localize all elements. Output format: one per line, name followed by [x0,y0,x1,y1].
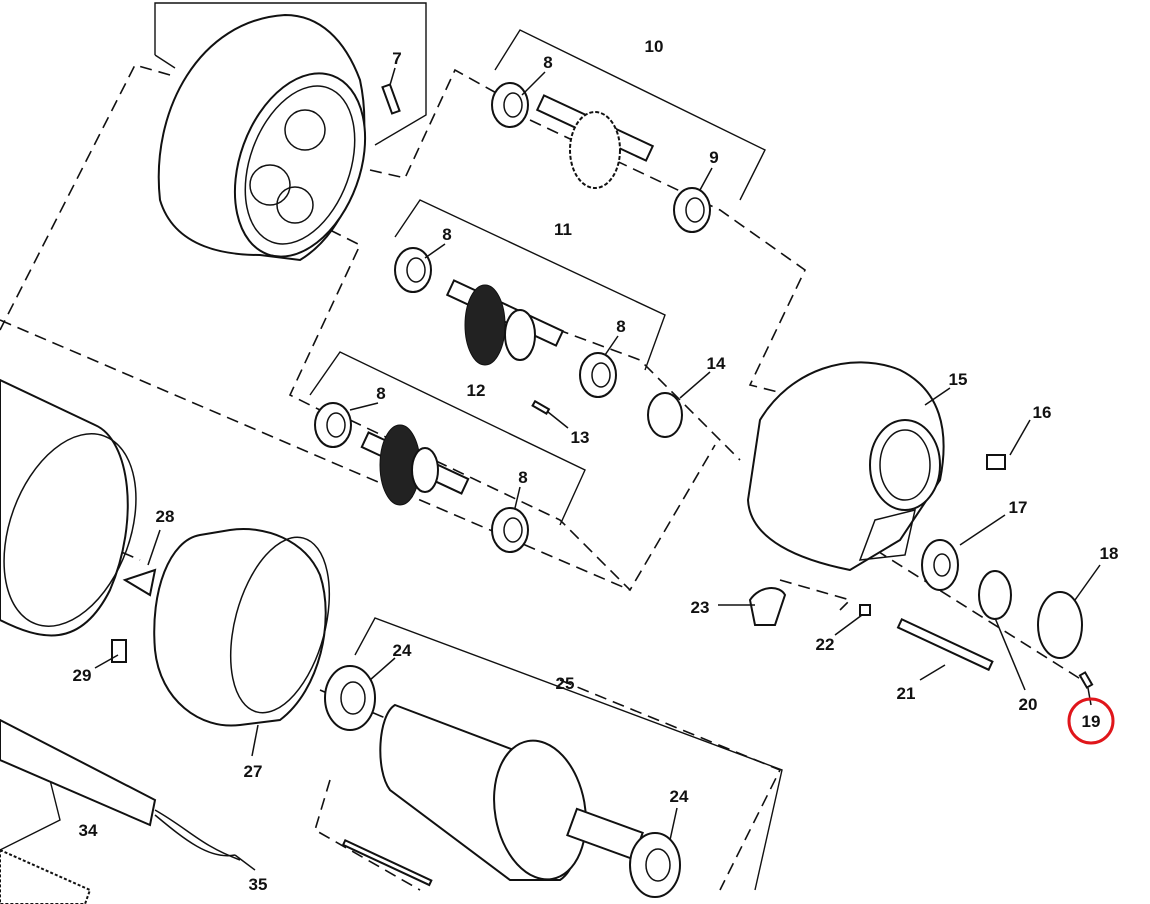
bearing-8c [579,352,617,398]
callout-8: 8 [543,53,552,72]
bearing-24b [629,832,681,898]
part-screw-29 [111,639,127,663]
callout-22: 22 [816,635,835,654]
part-seal-17 [921,539,959,591]
callout-17: 17 [1009,498,1028,517]
leader-lines [94,67,1101,871]
callout-18: 18 [1100,544,1119,563]
part-field-27 [153,528,331,727]
part-armature [324,665,681,898]
callout-labels: 7 8 10 9 8 11 8 14 15 16 8 12 13 8 17 18… [73,37,1119,894]
part-oring-14 [647,392,683,438]
callout-35: 35 [249,875,268,894]
callout-20: 20 [1019,695,1038,714]
part-screw-19 [1078,671,1094,689]
part-cover-18 [1037,591,1083,659]
bearing-8d [314,402,352,448]
bearing-24a [324,665,376,731]
part-nut-22 [859,604,871,616]
callout-14: 14 [707,354,726,373]
part-gear-housing-15 [746,361,945,572]
callout-8: 8 [376,384,385,403]
part-cord [0,718,241,904]
callout-8: 8 [518,468,527,487]
part-bolt-21 [896,618,994,672]
callout-8: 8 [442,225,451,244]
part-elbow-23 [748,587,787,626]
callout-9: 9 [709,148,718,167]
callout-27: 27 [244,762,263,781]
callout-19: 19 [1082,712,1101,731]
callout-23: 23 [691,598,710,617]
callout-11: 11 [554,220,572,239]
bearing-8e [491,507,529,553]
bearings [314,82,711,553]
callout-24: 24 [670,787,689,806]
callout-16: 16 [1033,403,1052,422]
callout-13: 13 [571,428,590,447]
part-plug-16 [986,454,1006,470]
group-brackets [0,2,783,891]
part-oring-20 [978,570,1012,620]
part-planetary-housing [157,13,401,262]
callout-21: 21 [897,684,916,703]
callout-15: 15 [949,370,968,389]
callout-34: 34 [79,821,98,840]
shaft-gears [360,94,655,506]
callout-24: 24 [393,641,412,660]
callout-10: 10 [645,37,664,56]
bearing-8b [394,247,432,293]
callout-8: 8 [616,317,625,336]
highlight-circle [1067,697,1115,745]
bearing-9 [673,187,711,233]
part-clip-28 [122,568,157,597]
callout-29: 29 [73,666,92,685]
callout-7: 7 [392,49,401,68]
bearing-8a [491,82,529,128]
callout-25: 25 [556,674,575,693]
part-motor-housing [0,378,157,663]
small-parts [748,454,1094,689]
callout-12: 12 [467,381,486,400]
callout-28: 28 [156,507,175,526]
